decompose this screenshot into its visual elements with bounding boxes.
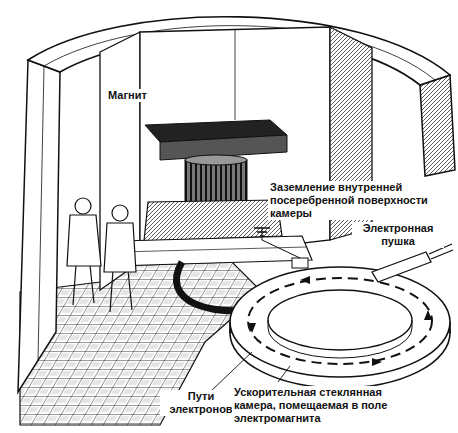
callout-label: Заземление внутренней посеребренной пове… — [268, 181, 454, 220]
callout-label: Пути электронов — [160, 390, 242, 416]
callout-label: Магнит — [106, 89, 149, 102]
callout-label: Электронная пушка — [352, 222, 444, 248]
callout-label: Ускорительная стеклянная камера, помещае… — [232, 386, 420, 425]
